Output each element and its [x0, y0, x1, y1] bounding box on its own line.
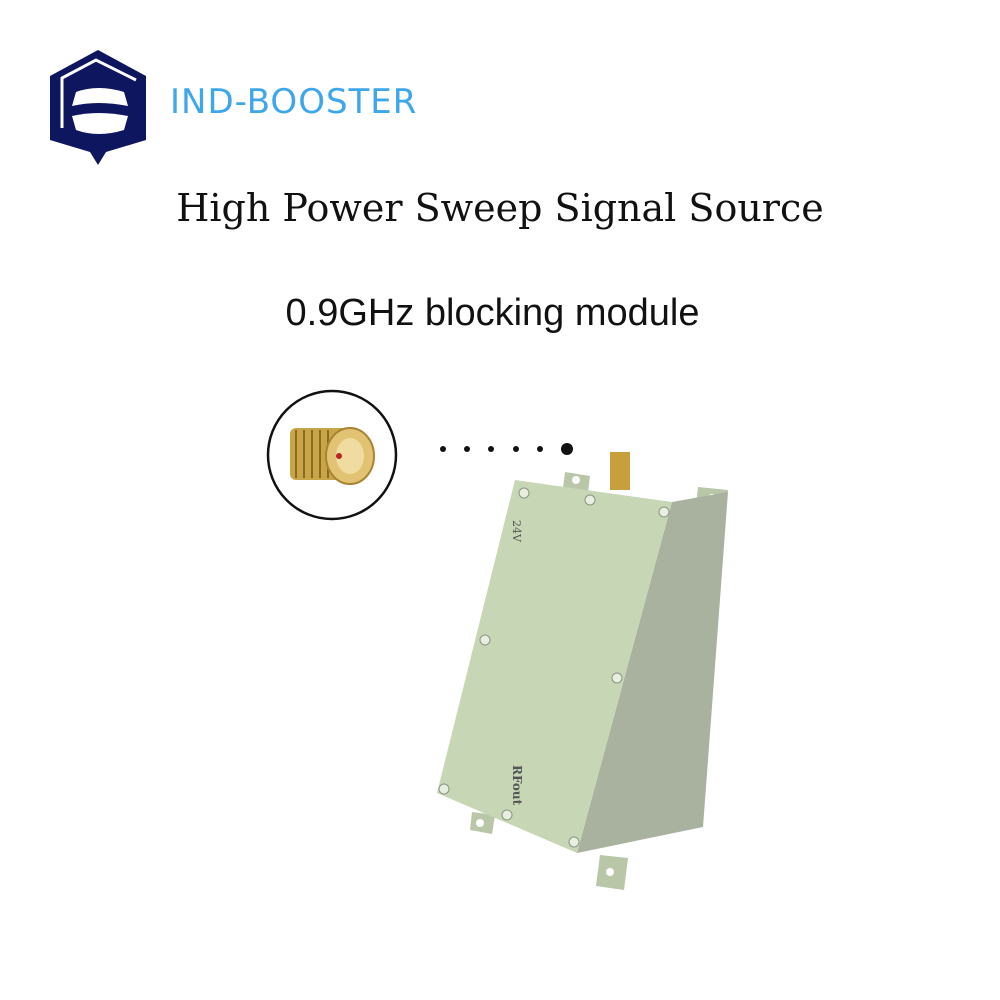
module-body: 24V RFout	[437, 452, 728, 890]
connector-inset	[266, 389, 398, 521]
rf-output-label: RFout	[510, 765, 524, 806]
page-title: High Power Sweep Signal Source	[176, 186, 824, 230]
page-subtitle: 0.9GHz blocking module	[285, 292, 700, 334]
dotted-pointer	[440, 443, 573, 455]
brand-logo	[50, 50, 146, 165]
brand-name: IND-BOOSTER	[170, 82, 418, 122]
power-label: 24V	[510, 520, 523, 543]
